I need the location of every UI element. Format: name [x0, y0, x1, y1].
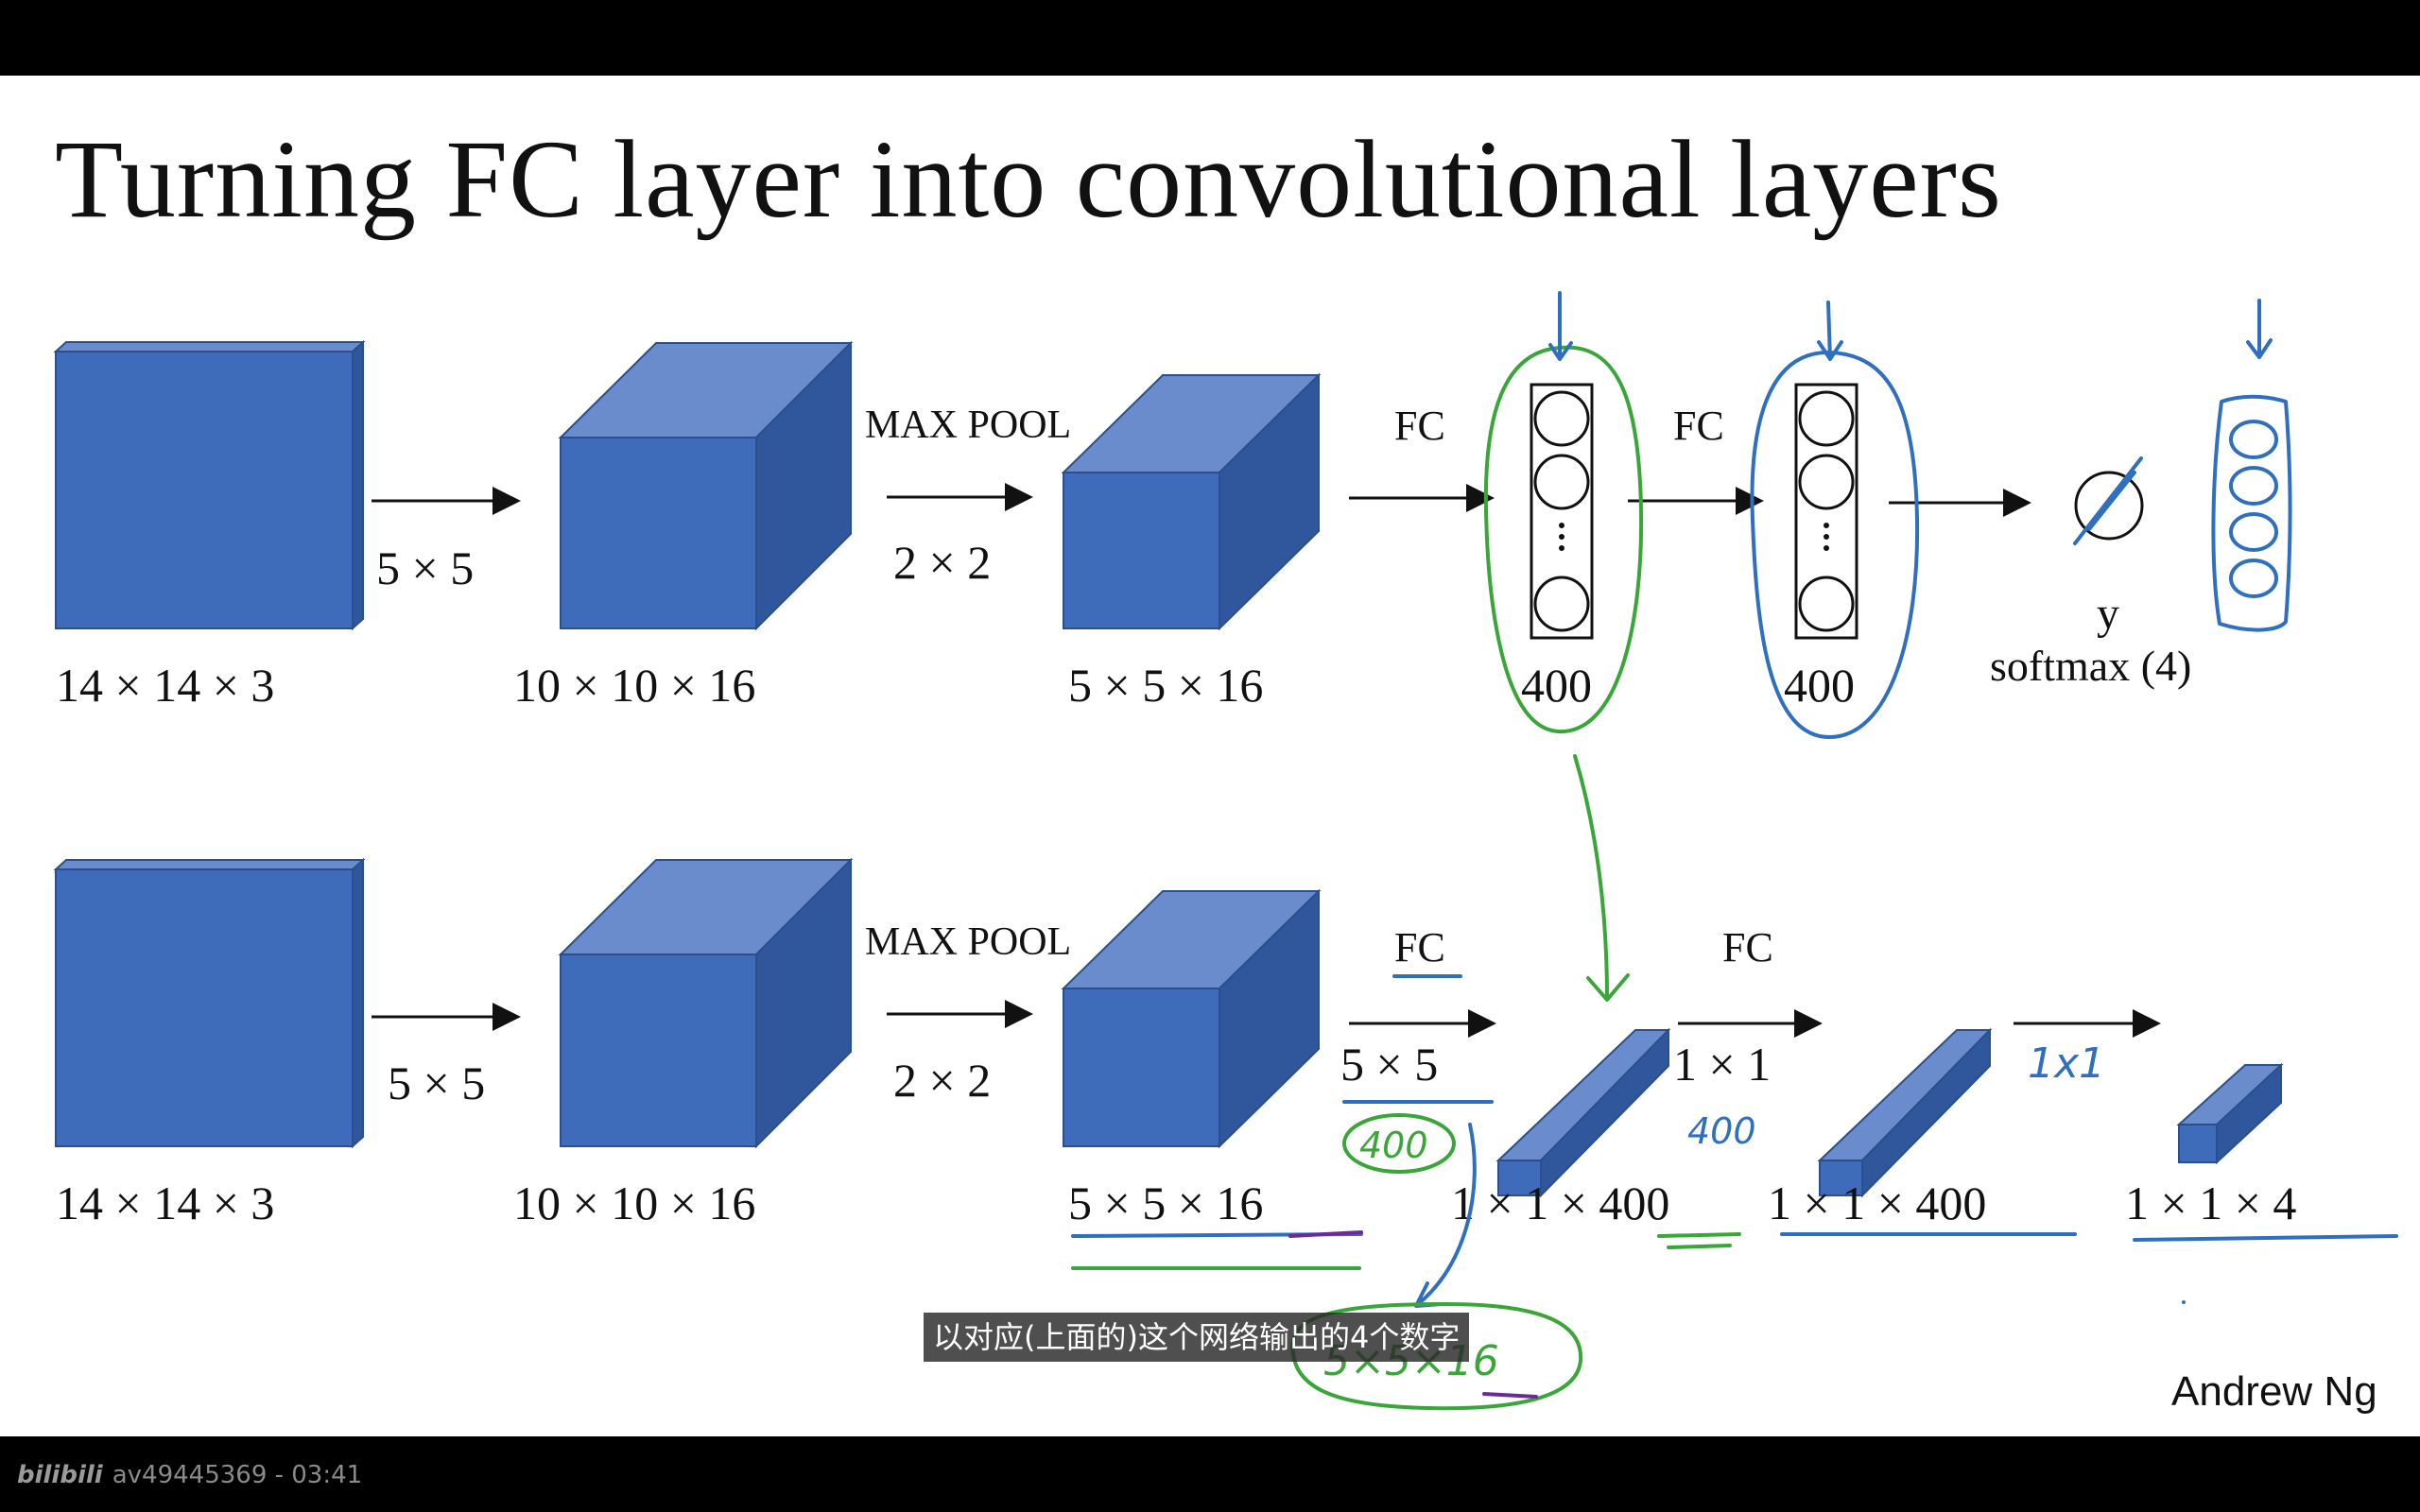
slide-author: Andrew Ng — [2171, 1368, 2377, 1415]
bottom-row: 14 × 14 × 3 5 × 5 10 × 10 × 16 MAX POOL … — [53, 857, 2296, 1229]
pool-size-bottom: 2 × 2 — [893, 1054, 991, 1107]
input-dims-bottom: 14 × 14 × 3 — [56, 1177, 274, 1229]
input-volume-top — [53, 339, 366, 631]
video-watermark: bilibili av49445369 - 03:41 — [17, 1461, 362, 1489]
player-bottom-bar — [0, 1436, 2420, 1512]
output-symbol-top: y — [2097, 589, 2119, 639]
fc2-conv-bar — [1817, 1027, 1993, 1198]
video-info: av49445369 - 03:41 — [112, 1461, 363, 1489]
fc2-label-bottom: FC — [1722, 924, 1773, 971]
out-dims-bottom: 1 × 1 × 4 — [2125, 1177, 2296, 1229]
pool-volume-bottom — [1061, 888, 1322, 1149]
fc1-conv-bar — [1495, 1027, 1671, 1198]
video-subtitle: 以对应(上面的)这个网络输出的4个数字 — [924, 1313, 1470, 1362]
conv-dims-top: 10 × 10 × 16 — [513, 659, 755, 712]
pool-volume-top — [1061, 372, 1322, 631]
output-name-top: softmax (4) — [1990, 642, 2191, 690]
fc2-label-top: FC — [1673, 403, 1724, 449]
conv-filter-top: 5 × 5 — [376, 541, 474, 594]
input-volume-bottom — [53, 857, 366, 1149]
pool-name-bottom: MAX POOL — [865, 920, 1071, 964]
neuron — [1533, 576, 1590, 632]
pool-size-top: 2 × 2 — [893, 536, 991, 589]
pool-dims-top: 5 × 5 × 16 — [1068, 659, 1263, 712]
handwritten-400-a: 400 — [1359, 1125, 1428, 1166]
conv-volume-bottom — [558, 857, 854, 1149]
conv-dims-bottom: 10 × 10 × 16 — [513, 1177, 755, 1229]
fc2-dims-bottom: 1 × 1 × 400 — [1768, 1177, 1986, 1229]
neuron — [1798, 576, 1855, 632]
bilibili-logo: bilibili — [17, 1461, 103, 1489]
pool-dims-bottom: 5 × 5 × 16 — [1068, 1177, 1263, 1229]
fc1-dims-bottom: 1 × 1 × 400 — [1451, 1177, 1669, 1229]
network-diagram: 14 × 14 × 3 5 × 5 10 × 10 × 16 MAX POOL … — [53, 291, 2398, 1411]
fc2-filter-bottom: 1 × 1 — [1673, 1038, 1771, 1091]
neuron — [1533, 454, 1590, 510]
fc2-neuron-column — [1794, 383, 1858, 640]
fc1-filter-bottom: 5 × 5 — [1340, 1038, 1438, 1091]
pool-name-top: MAX POOL — [865, 404, 1071, 447]
top-row: 14 × 14 × 3 5 × 5 10 × 10 × 16 MAX POOL … — [53, 339, 2191, 712]
conv-filter-bottom: 5 × 5 — [388, 1057, 485, 1109]
slide-title: Turning FC layer into convolutional laye… — [55, 117, 2002, 241]
neuron — [1533, 390, 1590, 447]
conv-volume-top — [558, 340, 854, 631]
neuron — [1798, 390, 1855, 447]
neuron — [1798, 454, 1855, 510]
handwritten-1x1: 1x1 — [2028, 1040, 2105, 1088]
fc1-neuron-column — [1530, 383, 1594, 640]
fc1-units-top: 400 — [1521, 659, 1592, 712]
output-node — [2074, 471, 2144, 541]
handwritten-400-b: 400 — [1687, 1110, 1756, 1152]
fc1-label-bottom: FC — [1394, 924, 1445, 971]
fc2-units-top: 400 — [1784, 659, 1855, 712]
input-dims-top: 14 × 14 × 3 — [56, 659, 274, 712]
output-conv-bar — [2176, 1062, 2284, 1165]
player-top-bar — [0, 0, 2420, 76]
lecture-slide: Turning FC layer into convolutional laye… — [0, 76, 2420, 1436]
fc1-label-top: FC — [1394, 403, 1445, 449]
